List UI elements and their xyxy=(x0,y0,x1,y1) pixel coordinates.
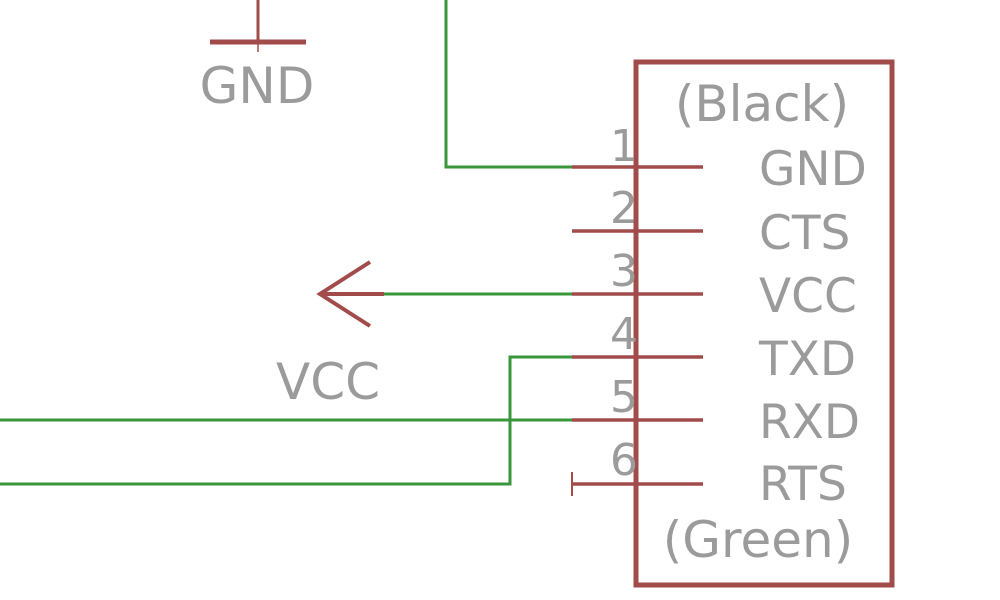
pin-number: 3 xyxy=(610,246,638,297)
pin-number: 2 xyxy=(610,183,638,234)
connector-pin: 3 VCC xyxy=(572,246,857,324)
pin-name: RXD xyxy=(759,395,860,450)
ground-symbol-icon xyxy=(210,0,306,52)
supply-arrow-icon xyxy=(316,260,384,328)
connector-bottom-label: (Green) xyxy=(663,511,853,569)
pin-number: 4 xyxy=(610,309,638,360)
pin-name: TXD xyxy=(758,332,856,387)
pin-number: 1 xyxy=(610,121,638,172)
pin-name: VCC xyxy=(759,269,857,324)
vcc-symbol: VCC xyxy=(276,260,384,411)
connector-pin: 6 RTS xyxy=(571,435,847,512)
pin-name: RTS xyxy=(759,457,847,512)
vcc-symbol-label: VCC xyxy=(276,353,380,411)
connector-pin: 5 RXD xyxy=(572,372,860,450)
pin-name: CTS xyxy=(759,206,850,261)
connector-top-label: (Black) xyxy=(675,75,849,133)
pin-number: 6 xyxy=(610,435,638,486)
gnd-symbol: GND xyxy=(200,0,315,115)
connector: (Black) (Green) 1 GND 2 CTS 3 VCC 4 TXD xyxy=(571,59,895,588)
wire-gnd xyxy=(444,0,572,169)
pin-name: GND xyxy=(759,142,867,197)
wires xyxy=(0,0,572,486)
gnd-symbol-label: GND xyxy=(200,57,315,115)
pin-number: 5 xyxy=(610,372,638,423)
connector-pin: 4 TXD xyxy=(572,309,856,387)
connector-pin: 2 CTS xyxy=(572,183,850,261)
connector-pin: 1 GND xyxy=(572,121,867,197)
connector-body xyxy=(633,59,895,588)
